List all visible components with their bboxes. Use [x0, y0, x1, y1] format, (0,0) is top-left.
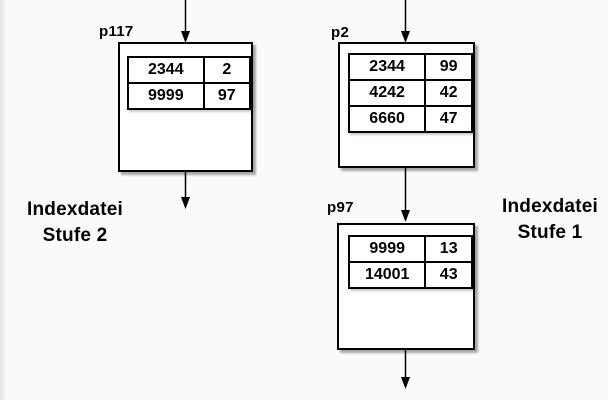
arrow-head-icon	[401, 31, 410, 43]
arrow-head-icon	[181, 197, 190, 209]
arrow-into-p2	[401, 0, 410, 43]
cell-key: 2344	[347, 53, 427, 81]
node-label-p2: p2	[331, 24, 350, 41]
table-row: 9999 13	[347, 235, 473, 263]
arrow-out-of-p117	[181, 172, 190, 209]
cell-key: 14001	[347, 261, 427, 289]
cell-ref: 2	[202, 56, 252, 84]
caption-stufe-1: Indexdatei Stufe 1	[483, 194, 608, 246]
caption-stufe-2: Indexdatei Stufe 2	[8, 197, 142, 249]
arrow-into-p117	[181, 0, 190, 43]
table-row: 2344 2	[127, 56, 252, 84]
node-box-p2: 2344 99 4242 42 6660 47	[338, 42, 475, 168]
cell-key: 2344	[127, 56, 205, 84]
cell-ref: 99	[424, 53, 473, 81]
cell-ref: 97	[202, 82, 252, 110]
arrow-head-icon	[181, 31, 190, 43]
table-row: 9999 97	[127, 82, 252, 110]
table-row: 2344 99	[347, 53, 473, 81]
arrow-head-icon	[401, 210, 410, 222]
caption-line: Indexdatei	[502, 196, 598, 217]
node-table-p117: 2344 2 9999 97	[127, 56, 252, 110]
cell-ref: 43	[424, 261, 473, 289]
table-row: 4242 42	[347, 79, 473, 107]
cell-key: 9999	[347, 235, 427, 263]
cell-key: 6660	[347, 105, 427, 133]
node-box-p117: 2344 2 9999 97	[118, 42, 253, 172]
cell-ref: 42	[424, 79, 473, 107]
cell-ref: 47	[424, 105, 473, 133]
node-label-p117: p117	[99, 23, 134, 40]
cell-key: 4242	[347, 79, 427, 107]
node-label-p97: p97	[327, 199, 354, 216]
cell-ref: 13	[424, 235, 473, 263]
caption-line: Stufe 1	[517, 222, 583, 243]
caption-line: Stufe 2	[42, 225, 108, 246]
node-table-p97: 9999 13 14001 43	[347, 235, 473, 289]
node-table-p2: 2344 99 4242 42 6660 47	[347, 53, 473, 133]
caption-line: Indexdatei	[27, 199, 123, 220]
arrow-head-icon	[401, 377, 410, 389]
table-row: 6660 47	[347, 105, 473, 133]
arrow-out-of-p97	[401, 350, 410, 389]
node-box-p97: 9999 13 14001 43	[337, 223, 475, 350]
arrow-p2-to-p97	[401, 167, 410, 222]
cell-key: 9999	[127, 82, 205, 110]
table-row: 14001 43	[347, 261, 473, 289]
